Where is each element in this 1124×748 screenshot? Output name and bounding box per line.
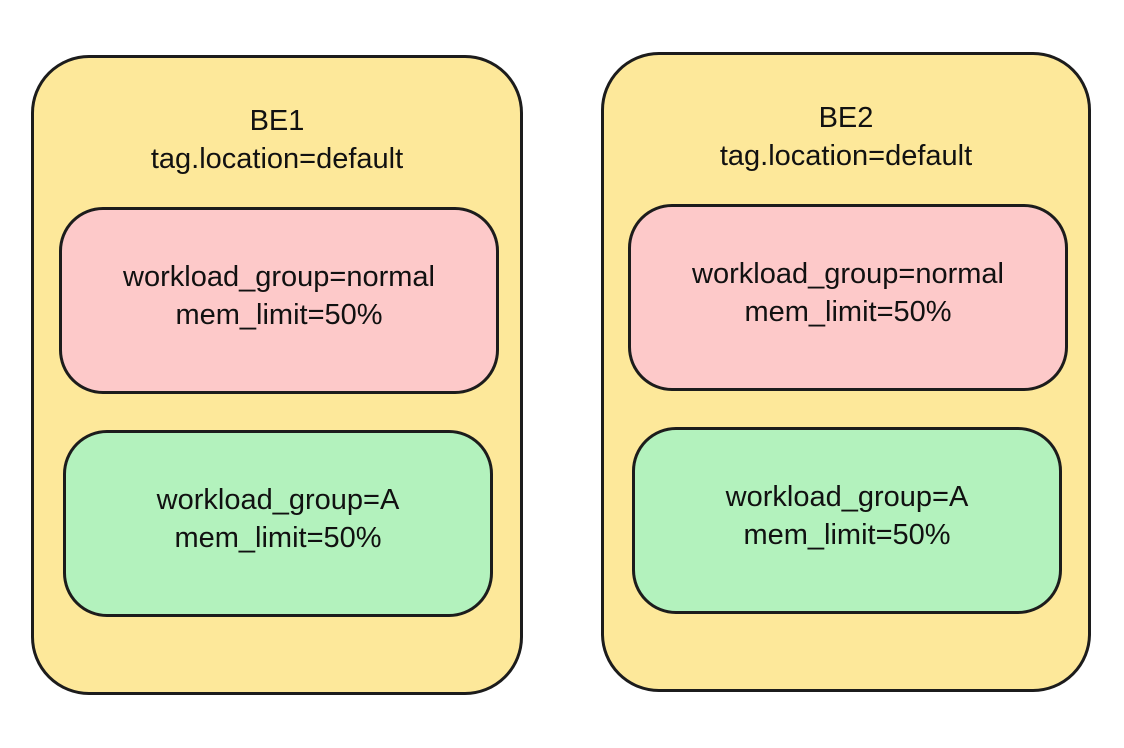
be2-group-a-limit: mem_limit=50%: [743, 518, 951, 551]
be1-group-a: workload_group=A mem_limit=50%: [63, 430, 493, 617]
be1-tag: tag.location=default: [150, 143, 404, 175]
be2-title: BE2 tag.location=default: [604, 99, 1088, 175]
be1-name: BE1: [249, 105, 305, 137]
be2-node-box: BE2 tag.location=default workload_group=…: [601, 52, 1091, 692]
be1-group-normal-label: workload_group=normal: [123, 260, 435, 293]
be1-group-normal: workload_group=normal mem_limit=50%: [59, 207, 499, 394]
be1-group-normal-limit: mem_limit=50%: [175, 298, 383, 331]
be2-group-a-label: workload_group=A: [725, 480, 969, 513]
be2-tag: tag.location=default: [719, 140, 973, 172]
be1-node-box: BE1 tag.location=default workload_group=…: [31, 55, 523, 695]
be1-group-a-label: workload_group=A: [156, 483, 400, 516]
be2-group-normal-label: workload_group=normal: [692, 257, 1004, 290]
be1-group-a-limit: mem_limit=50%: [174, 521, 382, 554]
be2-group-normal-limit: mem_limit=50%: [744, 295, 952, 328]
be2-group-a: workload_group=A mem_limit=50%: [632, 427, 1062, 614]
be1-title: BE1 tag.location=default: [34, 102, 520, 178]
be2-group-normal: workload_group=normal mem_limit=50%: [628, 204, 1068, 391]
be2-name: BE2: [818, 102, 874, 134]
